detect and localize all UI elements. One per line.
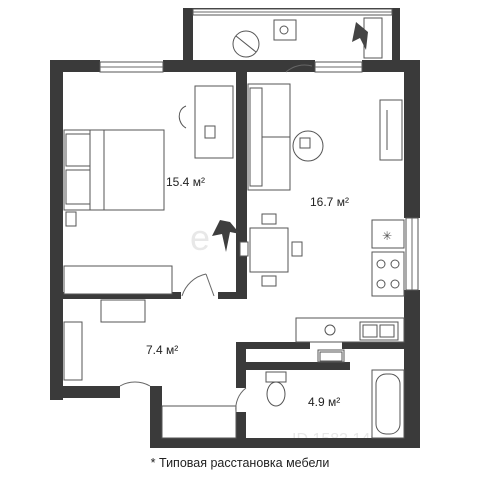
watermark-logo: e — [190, 217, 210, 258]
balcony-furniture — [232, 17, 383, 73]
hall-furniture — [63, 299, 247, 439]
area-label-bathroom: 4.9 м² — [308, 395, 340, 409]
kitchen-living-furniture: ✳ — [239, 83, 405, 343]
area-label-hall: 7.4 м² — [146, 343, 178, 357]
bedroom-furniture — [63, 85, 240, 297]
area-label-bedroom: 15.4 м² — [166, 175, 205, 189]
area-label-kitchen-living: 16.7 м² — [310, 195, 349, 209]
furniture-note: * Типовая расстановка мебели — [150, 456, 330, 470]
bathroom-fixtures — [265, 349, 405, 439]
windows — [99, 8, 419, 291]
svg-text:✳: ✳ — [382, 229, 392, 243]
